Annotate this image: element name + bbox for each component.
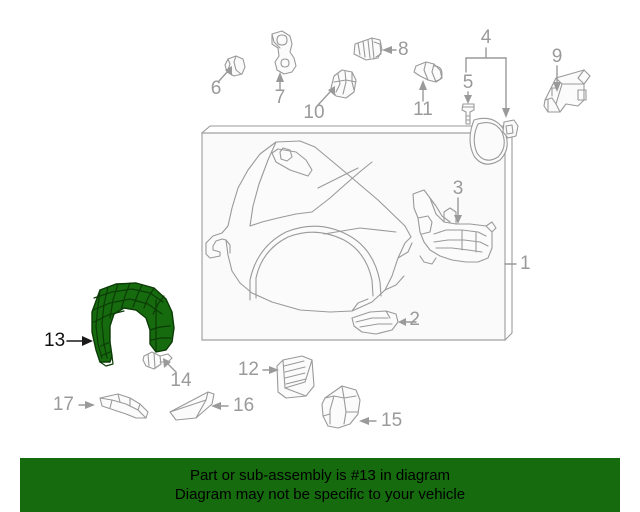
notice-banner-line-2: Diagram may not be specific to your vehi…: [174, 486, 466, 503]
leader-12: [262, 366, 279, 374]
leader-10: [317, 86, 335, 106]
part-12-air-outlet-vent: [276, 355, 315, 399]
callout-label-15: 15: [381, 410, 402, 431]
callout-label-8: 8: [398, 39, 409, 60]
leader-17: [78, 401, 95, 409]
part-15-mud-guard-bracket: [321, 385, 361, 429]
callout-labels: 1 2 3 4 5 6 7 8 9 10 11 12 13 14 15 16 1…: [44, 27, 562, 431]
part-14-liner-clip: [142, 351, 173, 370]
callout-label-17: 17: [53, 394, 74, 415]
leader-16: [211, 402, 229, 410]
leader-2: [398, 318, 417, 326]
callout-label-13: 13: [44, 330, 65, 351]
leader-14: [163, 358, 177, 373]
part-16-filler-panel: [169, 391, 215, 421]
part-2-lower-reinforcement: [351, 310, 399, 335]
leader-7: [276, 72, 284, 90]
callout-label-3: 3: [453, 178, 464, 199]
callout-label-2: 2: [409, 309, 420, 330]
leader-15: [359, 417, 377, 425]
part-8-flange-bolt: [353, 37, 383, 61]
part-5-fuel-door-screw: [461, 103, 475, 125]
leader-13: [66, 336, 93, 346]
callout-label-4: 4: [481, 27, 492, 48]
leader-6: [218, 66, 232, 82]
leader-5: [464, 91, 472, 104]
part-4-fuel-filler-door: [469, 117, 519, 165]
notice-banner: Part or sub-assembly is #13 in diagram D…: [20, 458, 620, 512]
notice-banner-line-1: Part or sub-assembly is #13 in diagram: [189, 467, 451, 484]
part-11-pin-stud: [413, 61, 443, 83]
quarter-panel-outline: [205, 140, 413, 313]
part-6-bumper-stopper: [224, 55, 246, 77]
callout-label-14: 14: [170, 370, 192, 391]
callout-label-10: 10: [303, 102, 324, 123]
leader-4: [465, 47, 510, 118]
callout-label-9: 9: [552, 46, 563, 67]
callout-label-11: 11: [413, 99, 433, 120]
leader-8: [382, 46, 397, 54]
callout-label-6: 6: [211, 78, 222, 99]
leader-9: [553, 65, 561, 92]
callout-label-7: 7: [275, 87, 286, 108]
leader-11: [419, 80, 427, 102]
part-13-wheel-house-liner: [91, 282, 175, 367]
part-17-sill-extension: [99, 393, 149, 419]
callout-label-12: 12: [238, 359, 259, 380]
leader-3: [454, 197, 462, 224]
part-9-corner-trim-bracket: [543, 69, 591, 113]
part-7-hinge-bracket: [271, 30, 297, 75]
part-3-inner-wheel-house: [412, 189, 497, 265]
callout-label-1: 1: [520, 253, 531, 274]
callout-label-5: 5: [463, 72, 474, 93]
callout-label-16: 16: [233, 395, 254, 416]
